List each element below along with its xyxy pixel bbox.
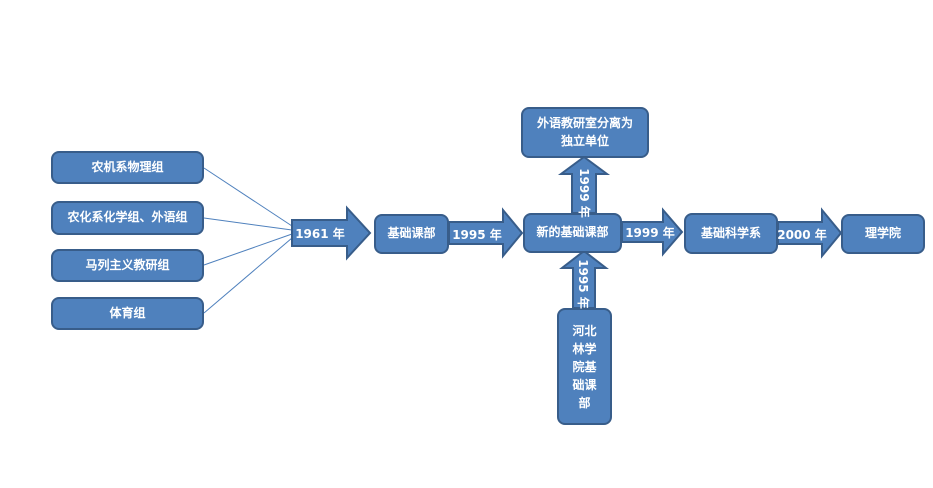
- arrow-label-1999-right: 1999 年: [625, 225, 675, 240]
- source-label: 农机系物理组: [91, 159, 164, 174]
- stage-label: 新的基础课部: [536, 225, 609, 240]
- stage-box-jichu-kexue-xi: 基础科学系: [684, 213, 778, 254]
- stage-label: 理学院: [864, 226, 901, 241]
- source-box-pe: 体育组: [51, 297, 204, 330]
- source-label: 体育组: [109, 305, 146, 320]
- source-box-marxism: 马列主义教研组: [51, 249, 204, 282]
- source-label: 农化系化学组、外语组: [67, 210, 188, 225]
- side-box-foreign-language-split: 外语教研室分离为 独立单位: [521, 107, 649, 158]
- connector-line: [203, 167, 293, 227]
- stage-label: 基础科学系: [700, 225, 761, 240]
- stage-box-jichu-kebu: 基础课部: [374, 214, 449, 254]
- connector-lines: [203, 167, 293, 314]
- arrow-1995-right: [448, 207, 524, 259]
- arrow-1999-up: [557, 155, 611, 214]
- arrow-1961: [291, 205, 372, 261]
- connector-line: [203, 217, 293, 231]
- source-box-chemistry-languages: 农化系化学组、外语组: [51, 201, 204, 235]
- stage-box-new-jichu-kebu: 新的基础课部: [523, 213, 622, 253]
- arrow-1999-right: [621, 207, 684, 257]
- stage-box-lixueyuan: 理学院: [841, 214, 925, 254]
- arrow-label-1999-up: 1999 年: [577, 168, 592, 218]
- side-label: 河北 林学 院基 础课 部: [572, 323, 597, 410]
- source-box-physics: 农机系物理组: [51, 151, 204, 184]
- arrow-2000: [777, 207, 843, 259]
- arrow-1995-up: [559, 249, 609, 309]
- arrow-label-1995-right: 1995 年: [452, 227, 502, 242]
- connector-line: [203, 237, 293, 314]
- side-label: 外语教研室分离为 独立单位: [536, 116, 633, 148]
- connector-line: [203, 233, 293, 266]
- arrow-label-1995-up: 1995 年: [576, 259, 591, 309]
- stage-label: 基础课部: [387, 226, 436, 241]
- arrow-label-2000: 2000 年: [777, 227, 827, 242]
- side-box-hebei-forestry: 河北 林学 院基 础课 部: [557, 308, 612, 425]
- arrow-label-1961: 1961 年: [295, 226, 345, 241]
- source-label: 马列主义教研组: [85, 257, 170, 272]
